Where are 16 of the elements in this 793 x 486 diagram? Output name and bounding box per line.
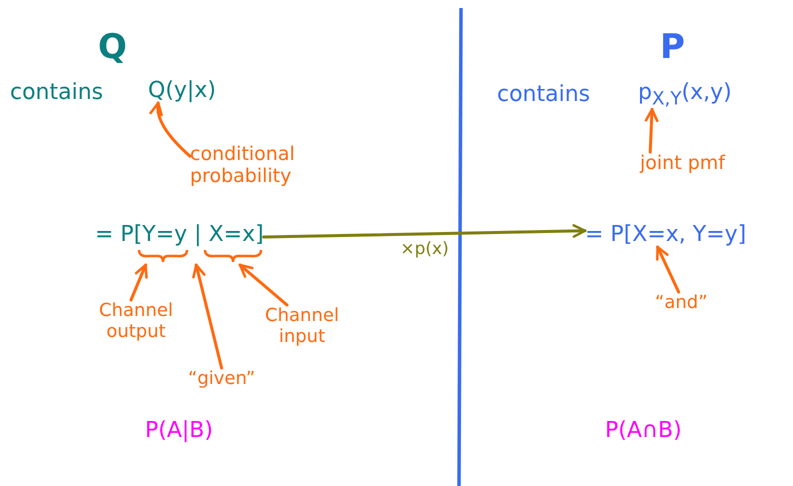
text: contains xyxy=(10,80,104,106)
heading: P xyxy=(660,28,685,68)
annotation-text: joint pmf xyxy=(640,152,725,174)
annotation-text: “given” xyxy=(188,368,256,389)
text: contains xyxy=(497,82,590,108)
formula: P(A∩B) xyxy=(605,418,682,444)
formula: P(A|B) xyxy=(145,418,213,444)
formula: Q(y|x) xyxy=(148,78,216,103)
annotation-text: Channel output xyxy=(98,300,174,342)
formula: p$_{X,Y}$(x,y) xyxy=(638,80,732,105)
annotation-text: “and” xyxy=(655,292,708,313)
equation: = P[Y=y | X=x] xyxy=(95,222,264,247)
heading: Q xyxy=(98,28,127,68)
equation: = P[X=x, Y=y] xyxy=(585,222,746,247)
annotation-text: conditional probability xyxy=(190,143,296,187)
annotation-text: Channel input xyxy=(264,305,340,347)
